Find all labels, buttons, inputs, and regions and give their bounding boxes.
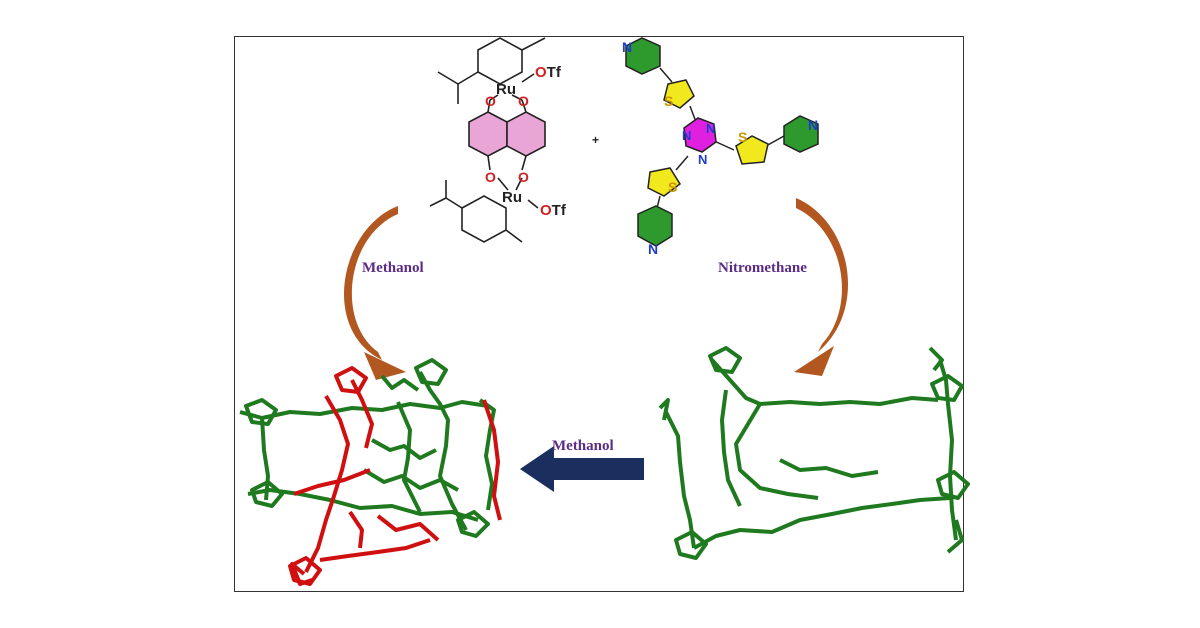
oxygen-atom: O bbox=[518, 93, 529, 109]
plus-sign: + bbox=[592, 133, 599, 147]
cymene-ring-bottom bbox=[461, 195, 507, 243]
thiophene-ring bbox=[735, 135, 769, 165]
triazine-ligand bbox=[625, 37, 819, 247]
ruthenium-complex-atoms: Ru OTf O O O O Ru OTf bbox=[485, 64, 567, 219]
otf-label-bottom: OTf bbox=[540, 202, 567, 219]
ruthenium-complex bbox=[429, 37, 546, 243]
nitrogen-atom: N bbox=[698, 152, 707, 167]
pyridine-ring bbox=[625, 37, 661, 75]
sulfur-atom: S bbox=[668, 179, 677, 195]
nitrogen-atom: N bbox=[682, 128, 691, 143]
red-cage-part bbox=[288, 366, 502, 586]
thiophene-ring bbox=[647, 167, 682, 197]
nitrogen-atom: N bbox=[622, 39, 632, 55]
cymene-ring-top bbox=[477, 37, 523, 85]
right-curved-arrow bbox=[794, 198, 849, 376]
pyridine-ring bbox=[783, 115, 819, 153]
nitrogen-atom: N bbox=[706, 121, 715, 136]
sulfur-atom: S bbox=[664, 93, 673, 109]
naphthalene-ring-left bbox=[468, 111, 508, 157]
nitrogen-atom: N bbox=[808, 117, 818, 133]
triazine-ring bbox=[683, 117, 717, 153]
left-arrow-label: Methanol bbox=[362, 260, 424, 276]
oxygen-atom: O bbox=[485, 93, 496, 109]
oxygen-atom: O bbox=[518, 169, 529, 185]
naphthalene-ring-right bbox=[506, 111, 546, 157]
bottom-arrow-label: Methanol bbox=[552, 438, 614, 454]
interlocked-cage bbox=[239, 358, 502, 586]
pyridine-ring bbox=[637, 205, 673, 247]
green-cage-part bbox=[239, 358, 496, 538]
oxygen-atom: O bbox=[485, 169, 496, 185]
ru-atom-bottom: Ru bbox=[502, 189, 522, 206]
straight-arrow-left bbox=[520, 446, 644, 492]
otf-label-top: OTf bbox=[535, 64, 562, 81]
left-curved-arrow bbox=[344, 206, 406, 380]
nitrogen-atom: N bbox=[648, 241, 658, 257]
sulfur-atom: S bbox=[738, 129, 747, 145]
green-cage bbox=[658, 346, 970, 560]
thiophene-ring bbox=[663, 79, 695, 109]
ru-atom-top: Ru bbox=[496, 81, 516, 98]
right-arrow-label: Nitromethane bbox=[718, 260, 807, 276]
triazine-ligand-atoms: N S N N N S N S N bbox=[622, 39, 818, 257]
